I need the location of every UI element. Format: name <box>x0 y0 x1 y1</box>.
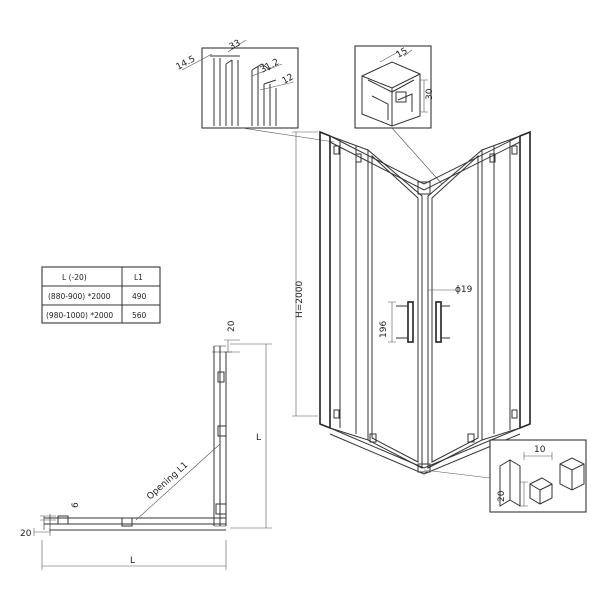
table-header-l: L (-20) <box>62 273 87 282</box>
size-table: L (-20) L1 (880-900) *2000 490 (980-1000… <box>41 266 161 324</box>
dim-opening: Opening L1 <box>145 460 190 502</box>
table-row-1-l1: 490 <box>132 292 147 301</box>
dim-corner-20: 20 <box>497 490 507 502</box>
plan-view: Opening L1 20 L 6 20 L <box>20 320 272 570</box>
dim-handle-dia: ϕ19 <box>455 285 473 295</box>
table-header-l1: L1 <box>134 273 143 282</box>
dim-plan-l-horizontal: L <box>130 556 135 566</box>
dim-profile-33: 33 <box>228 38 243 52</box>
dim-plan-gap: 6 <box>71 502 81 508</box>
table-row-2-size: (980-1000) *2000 <box>46 311 113 320</box>
dim-plan-top: 20 <box>227 320 237 332</box>
table-row-1-size: (880-900) *2000 <box>48 292 111 301</box>
dim-plan-l-vertical: L <box>256 433 261 443</box>
dim-height: H=2000 <box>295 281 305 318</box>
dim-corner-10: 10 <box>534 445 546 455</box>
dim-rail-15: 15 <box>395 46 410 60</box>
table-row-2-l1: 560 <box>132 311 147 320</box>
dim-profile-14-5: 14.5 <box>175 54 197 72</box>
dim-rail-30: 30 <box>425 88 435 100</box>
rail-detail: 15 30 <box>354 45 435 129</box>
corner-detail: 10 20 <box>489 439 587 513</box>
profile-detail: 14.5 33 31.2 12 <box>175 38 299 129</box>
dim-profile-12: 12 <box>281 72 296 86</box>
dim-handle-len: 196 <box>379 321 389 338</box>
dim-plan-left: 20 <box>20 529 32 539</box>
shower-enclosure <box>319 130 531 475</box>
